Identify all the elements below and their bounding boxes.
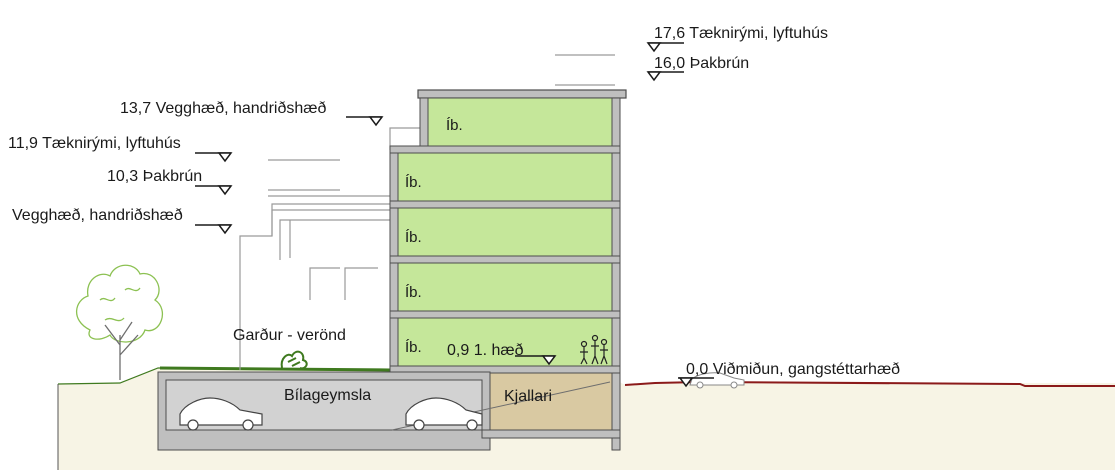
apartment-3 [397,207,613,257]
level-roof-edge-right: 16,0 Þakbrún [654,55,749,72]
foundation-slab [481,429,621,439]
car-icon [405,397,483,431]
people-icon [580,334,608,365]
first-floor-level-label: 0,9 1. hæð [447,342,524,359]
apartment-1 [397,317,613,367]
basement-space [489,372,613,431]
street-level-label: 0,0 Viðmiðun, gangstéttarhæð [686,361,900,378]
room-label-apartment-1: Íb. [405,339,422,356]
apartment-4 [397,152,613,202]
top-floor-wall-left [419,97,429,151]
basement-label: Kjallari [504,388,552,405]
garden-label: Garður - verönd [233,327,346,344]
parking-label: Bílageymsla [284,387,371,404]
apartment-top [427,97,613,147]
room-label-apartment-top: Íb. [446,117,463,134]
room-label-apartment-2: Íb. [405,284,422,301]
shrub-icon [280,350,308,370]
tree-icon [75,264,164,380]
roof-slab [417,89,627,99]
grass-strip [159,366,391,372]
slab-1 [389,145,621,154]
slab-3 [389,255,621,264]
building-wall-left [389,149,399,383]
apartment-2 [397,262,613,312]
street-line [624,380,1115,387]
car-icon [179,397,263,431]
level-technical-room-left: 11,9 Tæknirými, lyftuhús [8,135,181,152]
room-label-apartment-4: Íb. [405,174,422,191]
slab-4 [389,310,621,319]
level-roof-edge-left: 10,3 Þakbrún [107,168,202,185]
level-wall-height-left: Vegghæð, handriðshæð [12,207,183,224]
level-markers [195,42,714,388]
main-building [389,89,627,451]
level-technical-roof-right: 17,6 Tæknirými, lyftuhús [654,25,828,42]
room-label-apartment-3: Íb. [405,229,422,246]
level-wall-height-top: 13,7 Vegghæð, handriðshæð [120,100,326,117]
slab-2 [389,200,621,209]
